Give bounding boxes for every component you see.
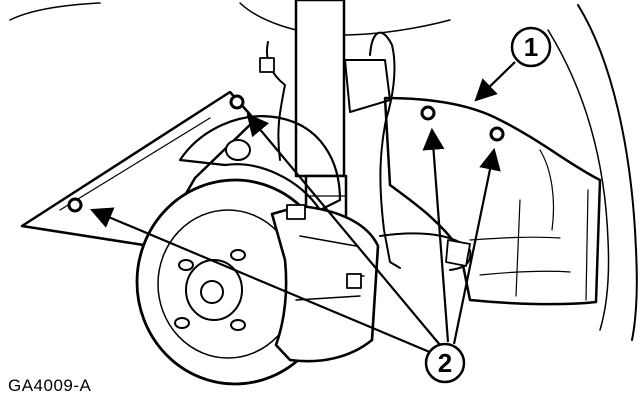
- retainer-hole: [67, 197, 83, 213]
- retainer-hole: [229, 94, 245, 110]
- steering-knuckle: [178, 115, 342, 212]
- fender-edge: [9, 2, 101, 21]
- wheel-well-inner-arc: [547, 29, 610, 331]
- caliper-bolt: [346, 273, 362, 289]
- hub: [185, 259, 243, 321]
- fender-liner-ribs: [469, 149, 571, 276]
- wheel-well-outer-arc: [577, 4, 638, 341]
- splash-shield-left-inner: [59, 117, 211, 211]
- ball-joint: [225, 139, 251, 161]
- connector: [445, 239, 471, 267]
- callout-2-leaders: [89, 113, 501, 355]
- caliper-bolt: [286, 204, 306, 220]
- callout-2-number: 2: [438, 348, 452, 378]
- abs-sensor-wire: [369, 31, 401, 269]
- retainer-hole: [420, 105, 436, 121]
- retainer-hole: [489, 126, 505, 142]
- stabilizer-bracket: [344, 59, 391, 113]
- callout-1: 1: [510, 26, 552, 68]
- retainer-holes: [67, 94, 505, 213]
- fender-liner: [383, 96, 602, 306]
- hose-clip: [259, 57, 275, 73]
- callout-2: 2: [424, 342, 466, 384]
- splash-shield-left: [20, 90, 257, 248]
- callout-1-number: 1: [524, 32, 538, 62]
- fender-liner-rib-vertical: [515, 189, 589, 301]
- dust-shield: [379, 232, 472, 271]
- wheel-studs: [174, 249, 246, 331]
- brake-caliper: [270, 204, 380, 363]
- hub-nut: [200, 280, 224, 304]
- strut-tube: [294, 0, 346, 178]
- figure-id-label: GA4009-A: [8, 376, 92, 395]
- callout-1-leader: [474, 61, 516, 102]
